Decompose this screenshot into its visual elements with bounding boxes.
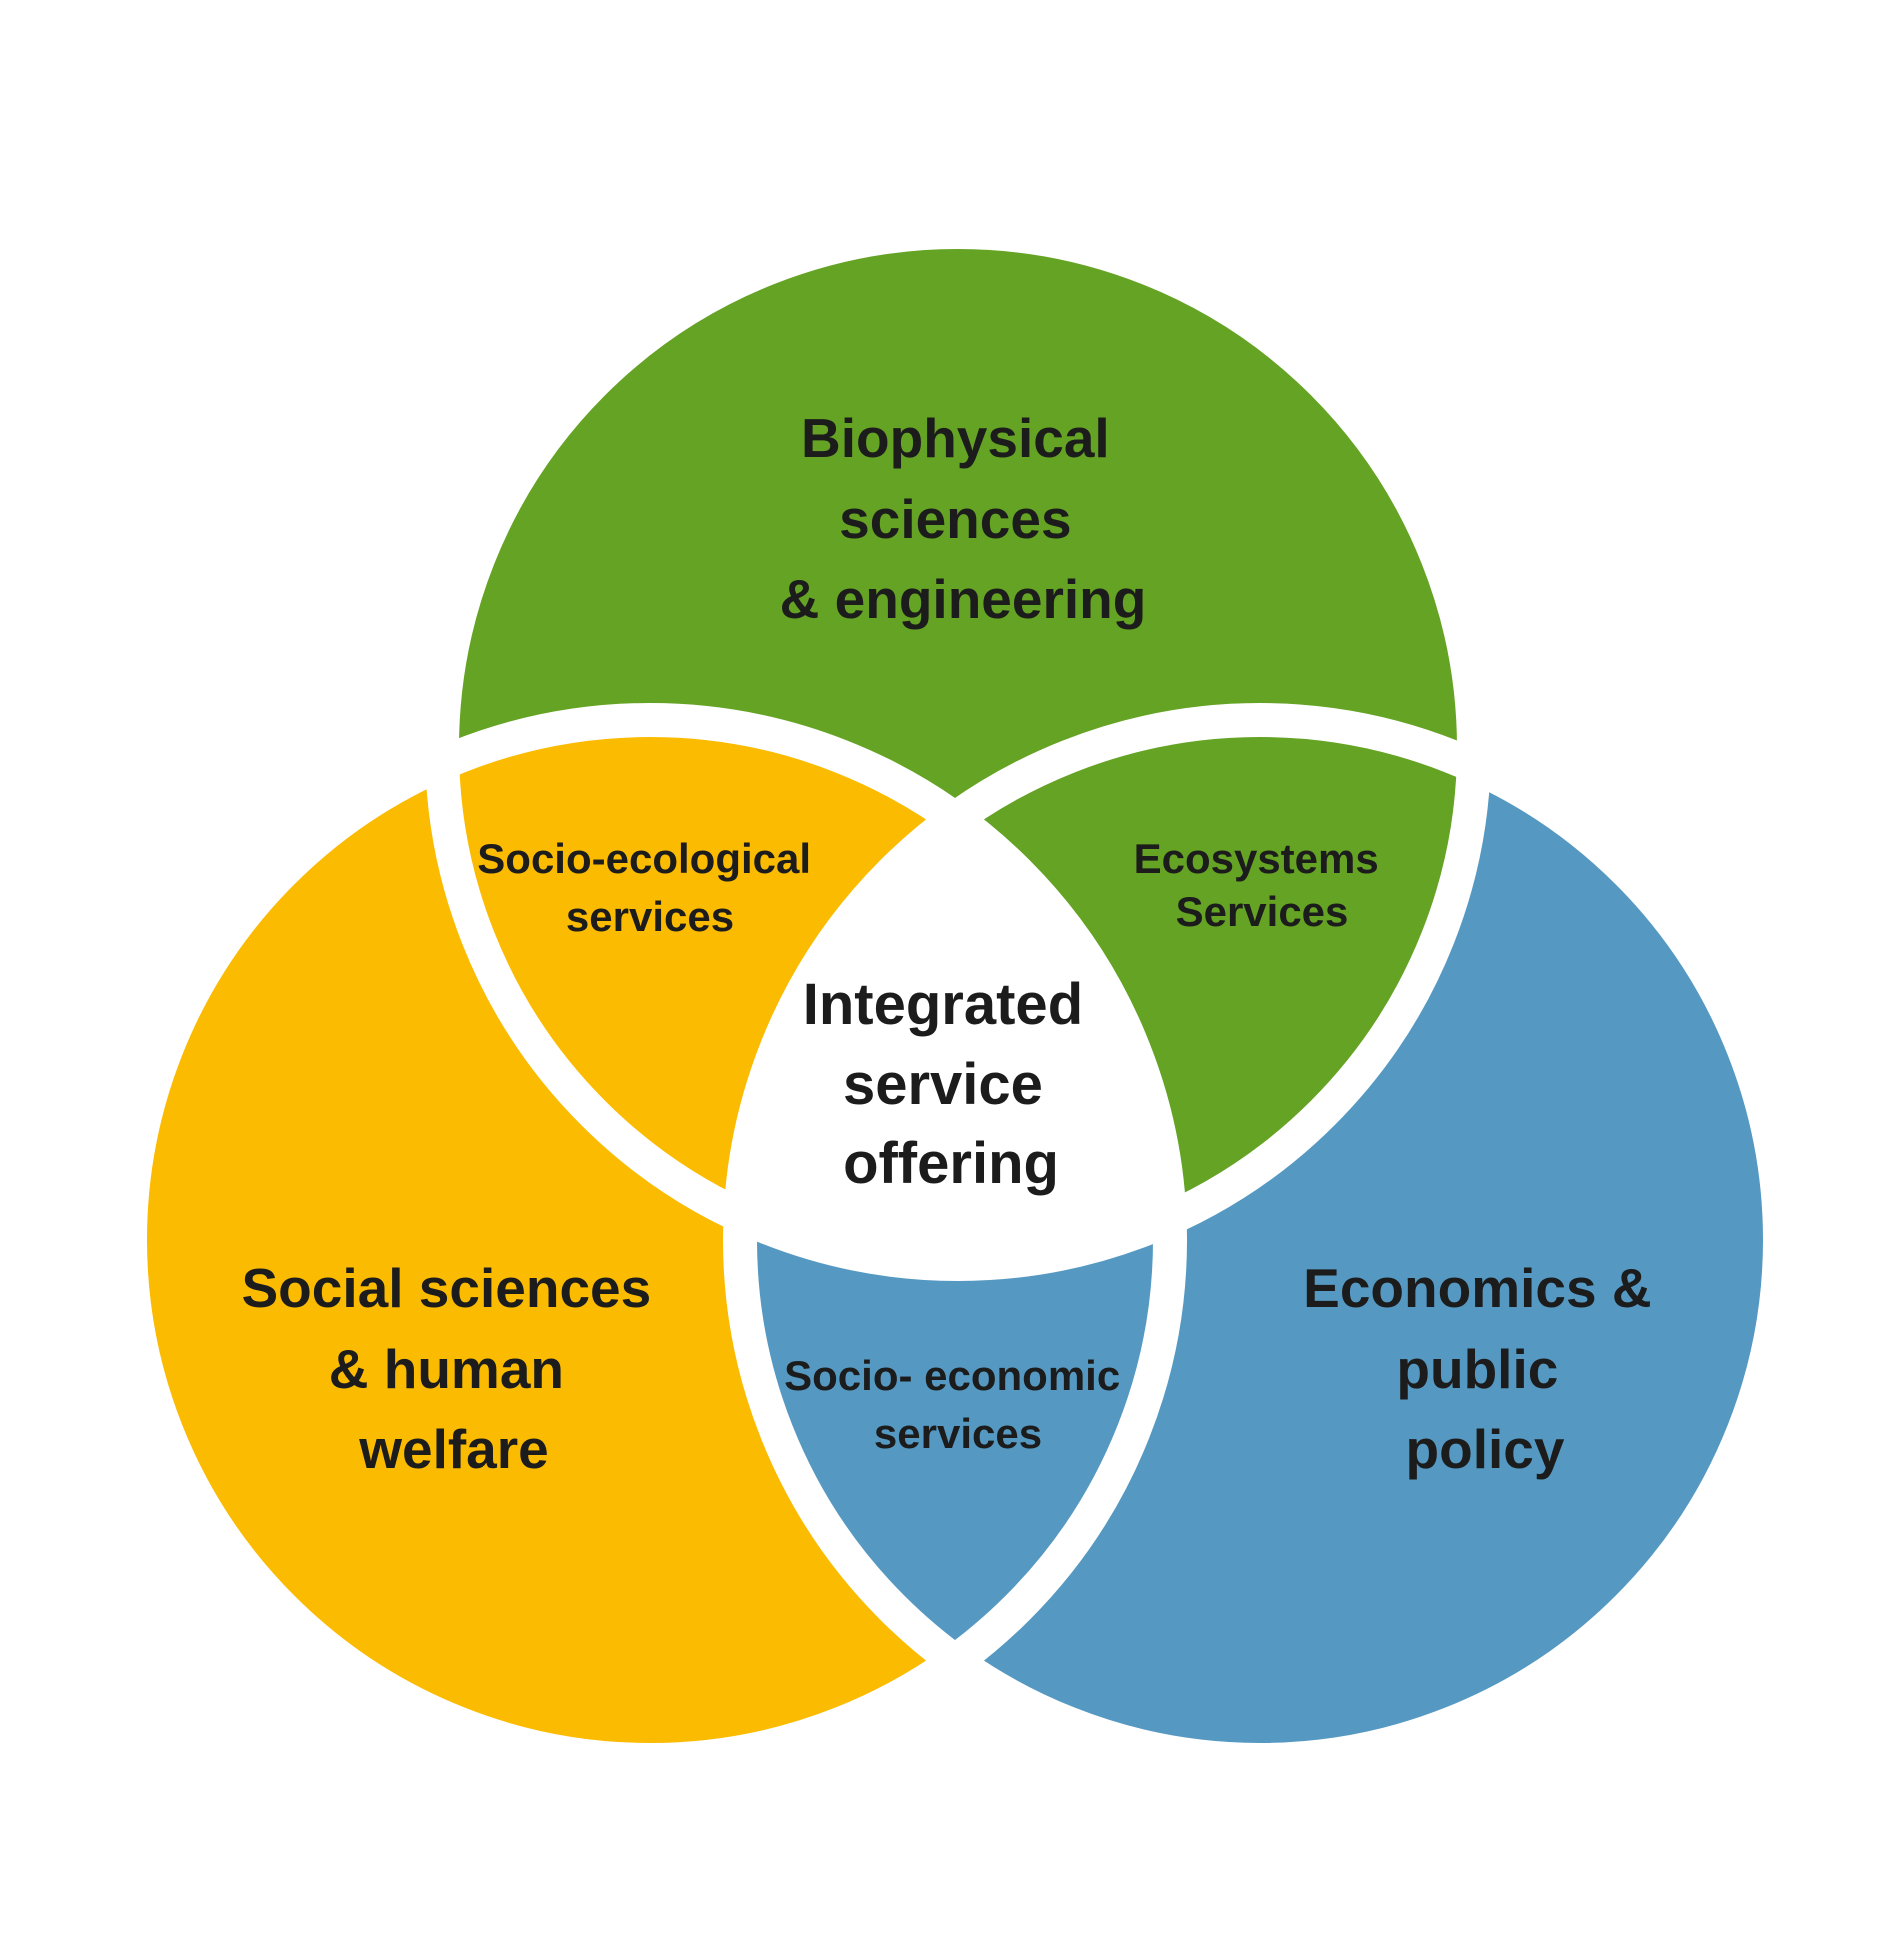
label-line: service [843,1052,1043,1117]
label-line: Socio- economic [784,1352,1120,1399]
label-line: services [566,893,734,940]
label-line: Integrated [803,972,1083,1037]
label-line: welfare [358,1418,549,1480]
label-social: Social sciences & human welfare [242,1257,667,1480]
label-line: Social sciences [242,1257,652,1319]
separator-economics [723,703,1797,1777]
label-center: Integrated service offering [803,972,1100,1196]
separator-social [113,703,1187,1777]
label-socio-ecological: Socio-ecological services [477,835,822,940]
label-line: policy [1406,1418,1565,1480]
label-line: & human [329,1338,564,1400]
label-line: & engineering [780,568,1147,630]
label-ecosystems: Ecosystems Services [1134,835,1391,935]
label-line: offering [843,1131,1059,1196]
label-line: public [1396,1338,1558,1400]
label-line: Services [1176,888,1349,935]
label-economics: Economics & public policy [1303,1257,1667,1480]
region-center [740,720,1170,1264]
label-biophysical: Biophysical sciences & engineering [780,407,1147,630]
label-line: Ecosystems [1134,835,1379,882]
label-line: Socio-ecological [477,835,811,882]
separator-group [113,215,1797,1777]
label-line: sciences [839,488,1071,550]
label-line: services [874,1410,1042,1457]
label-line: Biophysical [801,407,1110,469]
label-line: Economics & [1303,1257,1651,1319]
label-socio-economic: Socio- economic services [784,1352,1132,1457]
